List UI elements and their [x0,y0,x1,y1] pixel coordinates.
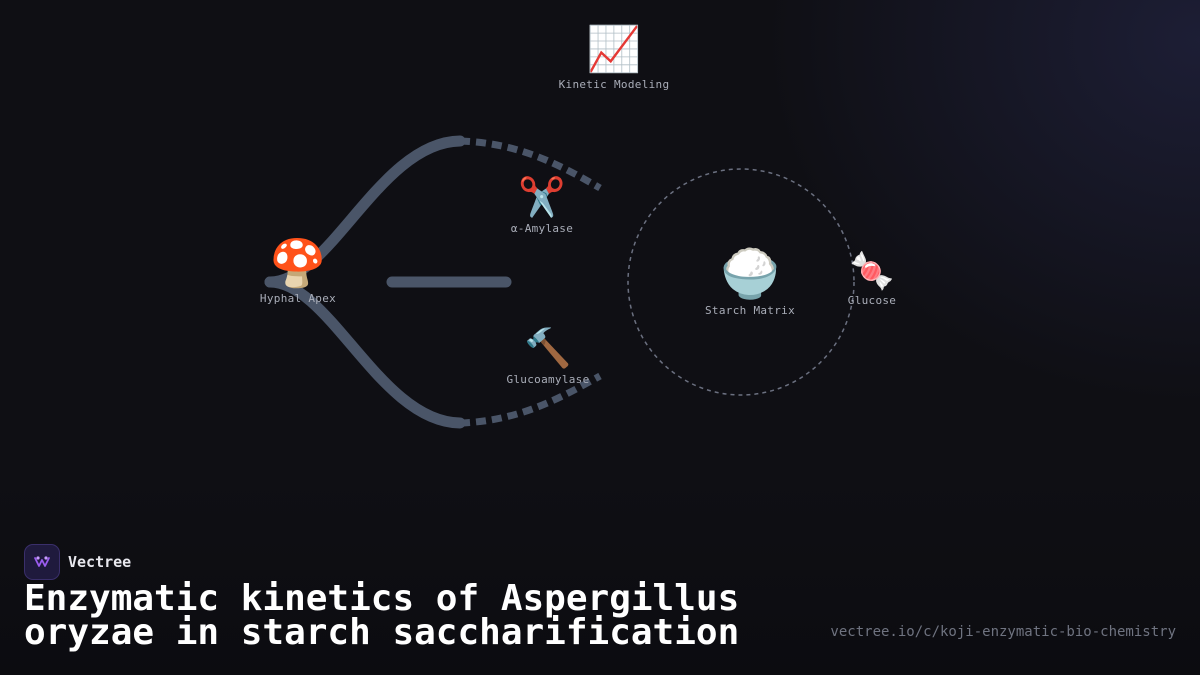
node-hyphal-apex: 🍄 Hyphal Apex [260,240,336,305]
candy-icon: 🍬 [849,251,895,292]
starch-matrix-boundary [627,168,855,396]
node-kinetic-modeling: 📈 Kinetic Modeling [558,24,670,92]
node-glucoamylase: 🔨 Glucoamylase [506,329,589,386]
node-label: Hyphal Apex [259,292,337,305]
hammer-icon: 🔨 [524,326,572,370]
node-glucose: 🍬 Glucose [847,251,897,308]
source-url[interactable]: vectree.io/c/koji-enzymatic-bio-chemistr… [830,624,1176,640]
connector-upper-branch [264,135,466,288]
node-label: Kinetic Modeling [558,78,670,91]
connector-lower-dashed [459,372,602,427]
node-alpha-amylase: ✂️ α-Amylase [511,178,573,235]
page-title: Enzymatic kinetics of Aspergillus oryzae… [24,578,740,653]
node-starch-matrix: 🍚 Starch Matrix [705,250,795,317]
connector-upper-dashed [459,137,602,192]
node-label: Glucose [847,294,897,307]
mushroom-icon: 🍄 [269,236,327,290]
node-label: Glucoamylase [506,373,590,386]
vectree-logo-icon [24,544,60,580]
connector-lower-branch [264,276,466,429]
brand: Vectree [24,544,131,580]
scissors-icon: ✂️ [518,175,566,219]
node-label: α-Amylase [510,222,574,235]
chart-increasing-icon: 📈 [586,24,642,75]
node-label: Starch Matrix [705,304,795,317]
rice-bowl-icon: 🍚 [720,246,780,302]
brand-name: Vectree [68,553,132,571]
